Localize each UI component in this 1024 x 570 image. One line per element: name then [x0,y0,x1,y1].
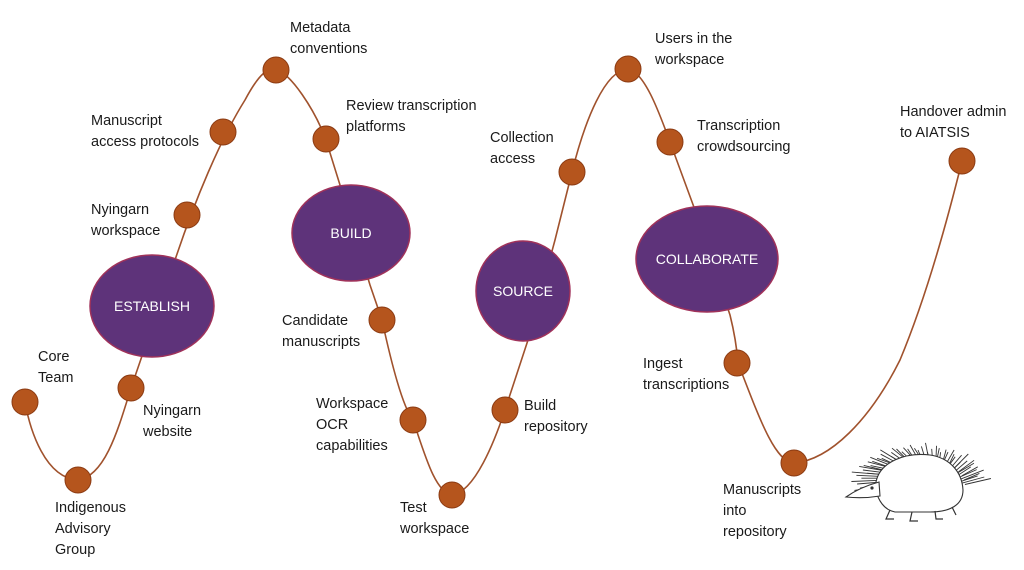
label-manuscripts-into-repository: Manuscripts into repository [723,482,802,540]
label-ingest-transcriptions: Ingest transcriptions [643,356,730,393]
node-nyingarn-website [117,374,145,402]
phase-collaborate-ellipse [635,205,779,313]
label-transcription-crowdsourcing: Transcription crowdsourcing [697,118,791,155]
phase-collaborate: COLLABORATE [635,205,779,313]
phase-source: SOURCE [475,240,571,342]
phase-establish: ESTABLISH [89,254,215,358]
node-manuscript-access-protocols [209,118,237,146]
phase-establish-label: ESTABLISH [114,298,190,314]
label-collection-access: Collection access [490,130,554,167]
label-test-workspace: Test workspace [400,500,470,537]
node-build-repository [491,396,519,424]
label-review-transcription-platforms: Review transcription platforms [346,98,477,135]
label-metadata-conventions: Metadata conventions [290,20,368,57]
label-users-in-the-workspace: Users in the workspace [655,31,733,68]
phase-source-ellipse [475,240,571,342]
node-transcription-crowdsourcing [656,128,684,156]
node-manuscripts-into-repository [780,449,808,477]
node-metadata-conventions [262,56,290,84]
node-collection-access [558,158,586,186]
node-core-team [11,388,39,416]
node-ingest-transcriptions [723,349,751,377]
label-handover-admin: Handover admin to AIATSIS [900,104,1007,141]
phase-build-ellipse [291,184,411,282]
node-indigenous-advisory-group [64,466,92,494]
node-workspace-ocr-capabilities [399,406,427,434]
node-users-in-the-workspace [614,55,642,83]
label-core-team: Core Team [38,349,74,386]
phase-establish-ellipse [89,254,215,358]
label-nyingarn-workspace: Nyingarn workspace [91,202,161,239]
phase-collaborate-label: COLLABORATE [656,251,758,267]
label-workspace-ocr-capabilities: Workspace OCR capabilities [316,396,389,454]
phase-source-label: SOURCE [493,283,553,299]
label-indigenous-advisory-group: Indigenous Advisory Group [55,500,126,558]
node-test-workspace [438,481,466,509]
label-nyingarn-website: Nyingarn website [143,403,202,440]
label-build-repository: Build repository [524,398,588,435]
phase-build-label: BUILD [330,225,371,241]
node-review-transcription-platforms [312,125,340,153]
node-nyingarn-workspace [173,201,201,229]
label-candidate-manuscripts: Candidate manuscripts [282,313,361,350]
phase-build: BUILD [291,184,411,282]
echidna-icon [844,442,992,522]
label-manuscript-access-protocols: Manuscript access protocols [91,113,199,150]
node-candidate-manuscripts [368,306,396,334]
node-handover-admin [948,147,976,175]
